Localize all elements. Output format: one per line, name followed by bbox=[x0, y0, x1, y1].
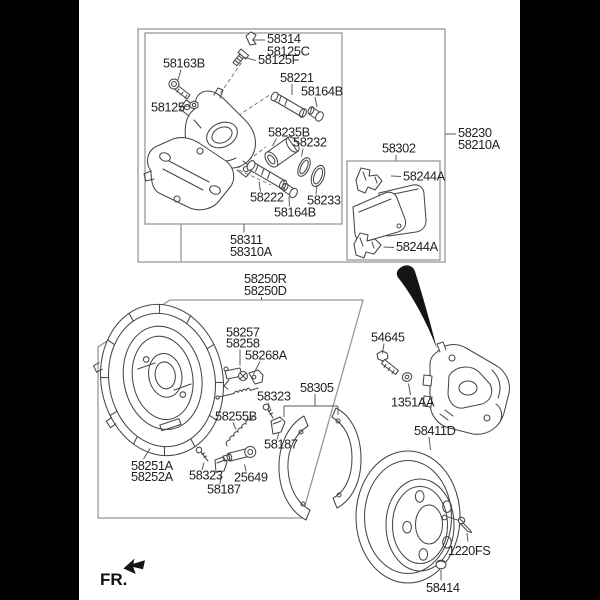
front-direction-label: FR. bbox=[100, 570, 127, 589]
front-direction-arrow-icon bbox=[123, 558, 145, 574]
part-label-58125C: 58125C bbox=[267, 44, 310, 59]
piston-boot-icon bbox=[310, 164, 326, 188]
shoe-bolt-lower-icon bbox=[195, 446, 209, 462]
guide-rod-upper-icon bbox=[270, 91, 307, 118]
part-label-58310A: 58310A bbox=[230, 244, 273, 259]
backing-plate-drawing bbox=[92, 303, 225, 457]
part-label-58323-upper: 58323 bbox=[257, 389, 291, 404]
part-label-58125F: 58125F bbox=[258, 52, 300, 67]
shoe-bolt-upper-icon bbox=[262, 403, 274, 419]
part-label-58411D: 58411D bbox=[414, 423, 456, 438]
part-label-54645: 54645 bbox=[371, 330, 405, 345]
guide-bolt-icon bbox=[168, 78, 191, 100]
part-label-58268A: 58268A bbox=[245, 348, 288, 363]
part-label-58252A: 58252A bbox=[131, 469, 174, 484]
part-label-58305: 58305 bbox=[300, 380, 334, 395]
caliper-assembly-drawing bbox=[422, 341, 510, 435]
piston-icon bbox=[264, 136, 300, 168]
part-label-58414: 58414 bbox=[426, 580, 460, 595]
lock-nut-icon bbox=[189, 100, 199, 110]
front-direction-marker: FR. bbox=[100, 558, 145, 589]
part-label-25649: 25649 bbox=[234, 470, 268, 485]
leader-lines bbox=[143, 39, 469, 581]
operating-lever-icon bbox=[248, 369, 264, 385]
part-label-58187-lower: 58187 bbox=[207, 482, 241, 497]
rotor-drawing bbox=[355, 450, 461, 584]
part-labels: 58314 58125C 58125F 58163B 58221 58164B … bbox=[131, 31, 501, 595]
install-arrow-swoosh bbox=[396, 265, 437, 349]
part-label-58244A-upper: 58244A bbox=[403, 169, 446, 184]
caliper-bracket-drawing bbox=[143, 137, 235, 211]
pad-spring-lower-icon bbox=[353, 232, 382, 259]
part-label-58230: 58230 bbox=[458, 125, 492, 140]
part-label-58235B: 58235B bbox=[268, 125, 310, 140]
part-label-58255B: 58255B bbox=[215, 409, 257, 424]
part-label-58222: 58222 bbox=[250, 190, 284, 205]
part-label-58244A-lower: 58244A bbox=[396, 239, 439, 254]
caliper-kit-outer-box bbox=[137, 28, 446, 263]
part-label-58250D: 58250D bbox=[244, 283, 287, 298]
brake-shoe-kit-icon bbox=[278, 407, 362, 521]
pad-kit-box bbox=[346, 160, 441, 261]
part-label-1351AA: 1351AA bbox=[391, 395, 435, 410]
part-label-58302: 58302 bbox=[382, 141, 416, 156]
part-label-58258: 58258 bbox=[226, 336, 260, 351]
return-spring-icon bbox=[225, 416, 254, 447]
rod-bushing-lower-icon bbox=[281, 182, 298, 199]
part-label-58232: 58232 bbox=[293, 135, 327, 150]
part-label-58125: 58125 bbox=[151, 100, 185, 115]
grease-cap-icon bbox=[435, 559, 447, 570]
part-label-58323-lower: 58323 bbox=[189, 468, 223, 483]
adjuster-icon bbox=[223, 366, 249, 390]
mount-bolt-icon bbox=[376, 350, 400, 376]
part-label-58311: 58311 bbox=[230, 232, 263, 247]
bleeder-clip-icon bbox=[245, 31, 257, 46]
part-label-58164B-lower: 58164B bbox=[274, 205, 316, 220]
part-label-58221: 58221 bbox=[280, 70, 314, 85]
adjuster-strut-icon bbox=[222, 445, 257, 462]
part-label-58233: 58233 bbox=[307, 193, 341, 208]
piston-seal-icon bbox=[297, 157, 311, 177]
left-letterbox-bar bbox=[0, 0, 79, 600]
part-label-58257: 58257 bbox=[226, 325, 260, 340]
shoe-clip-right-icon bbox=[270, 416, 286, 435]
part-label-58163B: 58163B bbox=[163, 56, 205, 71]
part-label-58210A: 58210A bbox=[458, 137, 501, 152]
adjuster-spring-wire-icon bbox=[215, 387, 259, 400]
rod-bushing-upper-icon bbox=[307, 106, 324, 122]
bleeder-screw-icon bbox=[232, 48, 250, 67]
part-label-1220FS: 1220FS bbox=[448, 543, 490, 558]
washer-icon bbox=[401, 372, 413, 382]
part-label-58250R: 58250R bbox=[244, 271, 287, 286]
guide-rod-lower-icon bbox=[246, 160, 288, 190]
right-letterbox-bar bbox=[520, 0, 600, 600]
brake-pads-icon bbox=[352, 184, 427, 243]
part-label-58251A: 58251A bbox=[131, 458, 174, 473]
set-screw-icon bbox=[457, 516, 473, 534]
pad-spring-upper-icon bbox=[355, 167, 383, 194]
part-label-58187-right: 58187 bbox=[264, 437, 298, 452]
part-label-58314: 58314 bbox=[267, 31, 301, 46]
part-label-58164B-upper: 58164B bbox=[301, 84, 343, 99]
